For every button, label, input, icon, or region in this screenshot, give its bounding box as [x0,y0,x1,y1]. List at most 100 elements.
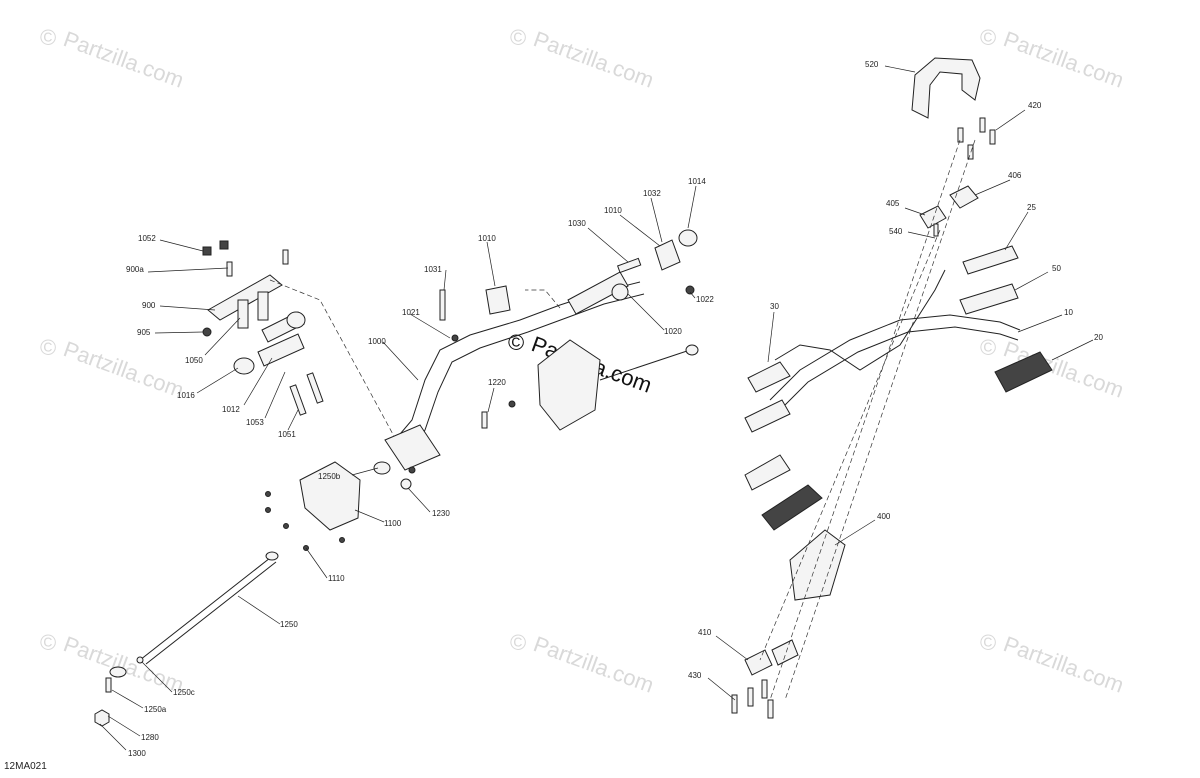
bolt [731,694,738,714]
steering-shaft [139,557,271,661]
grip-sleeve [744,454,791,491]
callout-1250c: 1250c [173,688,195,697]
pin [616,257,642,274]
callout-1021: 1021 [402,308,420,317]
assembly-guide-line [525,289,561,309]
riser-block-400 [789,529,846,601]
callout-540: 540 [889,227,903,236]
screw [265,507,271,513]
throttle-cable [774,269,946,371]
watermark-text: Partzilla.com [60,26,187,93]
watermark-text: Partzilla.com [1000,26,1127,93]
heated-grip-20 [994,351,1053,393]
callout-1280: 1280 [141,733,159,742]
nut [408,466,416,474]
callout-1110: 1110 [328,574,345,583]
callout-1030: 1030 [568,219,586,228]
watermark-text: Partzilla.com [60,336,187,403]
callout-25: 25 [1027,203,1036,212]
callout-410: 410 [698,628,712,637]
bolt [761,679,768,699]
steering-shaft [145,561,277,665]
callout-406: 406 [1008,171,1022,180]
watermark-symbol: © [40,630,56,655]
watermark-symbol: © [510,630,526,655]
nut [202,327,212,337]
screw [265,491,271,497]
washer [451,334,459,342]
callout-1053: 1053 [246,418,264,427]
watermark-symbol: © [980,630,996,655]
bolt [439,289,446,321]
grip-sleeve [744,399,791,433]
assembly-guide-line [759,229,941,661]
watermark-symbol: © [980,335,996,360]
washer [400,478,412,490]
callout-50: 50 [1052,264,1061,273]
clamp-410 [744,649,773,676]
grip-30 [747,361,791,393]
screw [226,261,233,277]
grip-50 [959,283,1019,315]
callout-1022: 1022 [696,295,714,304]
callout-1230: 1230 [432,509,450,518]
nut [508,400,516,408]
center-handlebar [384,229,699,490]
callout-1051: 1051 [278,430,296,439]
callout-1250: 1250 [280,620,298,629]
clamp-405 [919,205,947,229]
callout-1000: 1000 [368,337,386,346]
callout-520: 520 [865,60,879,69]
watermark-text: Partzilla.com [530,631,657,698]
clamp-406 [949,185,979,209]
screw [957,127,964,143]
screw [339,537,345,543]
ring [286,311,306,329]
bushing [373,461,391,475]
callout-400: 400 [877,512,891,521]
clamp [654,239,681,271]
grip-25 [962,245,1019,275]
callout-1031: 1031 [424,265,442,274]
watermark-text: Partzilla.com [530,26,657,93]
callout-1020: 1020 [664,327,682,336]
callout-900a: 900a [126,265,144,274]
callout-405: 405 [886,199,900,208]
callout-1016: 1016 [177,391,195,400]
callout-1012: 1012 [222,405,240,414]
watermark-symbol: © [508,330,524,355]
callout-1250a: 1250a [144,705,167,714]
screw [967,144,974,160]
heated-grip [761,484,823,531]
screw [979,117,986,133]
callout-900: 900 [142,301,156,310]
watermark-text: Partzilla.com [1000,631,1127,698]
callout-1052: 1052 [138,234,156,243]
spacer [237,299,249,329]
bolt [289,384,307,416]
bolt [481,411,488,429]
callout-labels: 520 420 406 405 540 25 50 10 20 30 400 4… [126,60,1103,758]
assembly-guide-line [784,139,976,701]
steering-cover [537,339,601,431]
nut [685,285,695,295]
callout-1010: 1010 [604,206,622,215]
callout-1300: 1300 [128,749,146,758]
assembly-guide-line [269,279,396,439]
callout-1014: 1014 [688,177,706,186]
rod-end [109,666,127,678]
steering-column [94,461,391,727]
nut [202,246,212,256]
callout-430: 430 [688,671,702,680]
clamp [485,285,511,315]
ring [611,283,629,301]
ring [233,357,255,375]
watermark-symbol: © [510,25,526,50]
handlebar-tube [409,293,645,453]
leader-lines [99,65,1094,751]
callout-30: 30 [770,302,779,311]
callout-1220: 1220 [488,378,506,387]
watermark-symbol: © [980,25,996,50]
right-handlebar-assembly [731,57,1053,719]
